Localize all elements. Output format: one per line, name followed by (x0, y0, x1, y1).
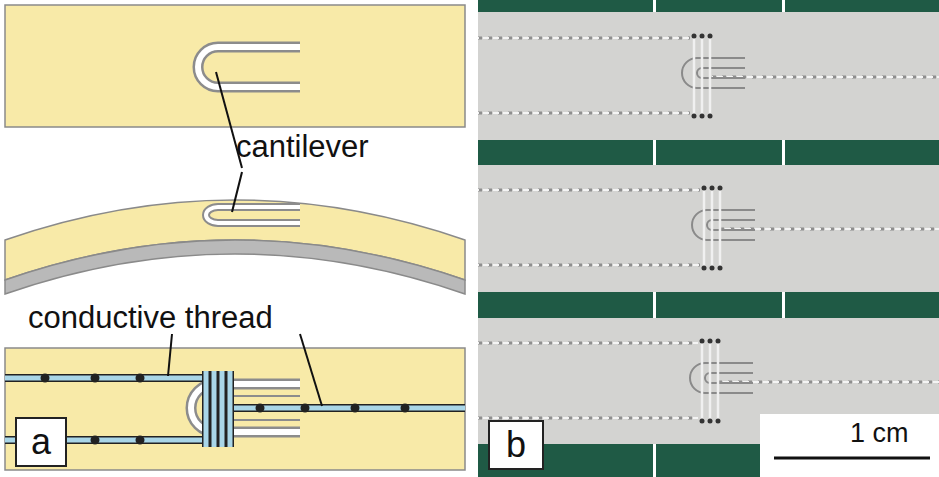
panel-label-box: a (15, 417, 67, 467)
photo-background (478, 0, 939, 477)
scale-label: 1 cm (850, 420, 909, 447)
leader-line (168, 334, 172, 376)
leader-line (300, 334, 322, 406)
photo-sample (478, 34, 939, 424)
flat-sheet (5, 5, 465, 127)
mat-grid (653, 0, 785, 477)
cutting-mat (478, 0, 939, 477)
panel-letter: a (31, 424, 51, 460)
scale-bar (774, 457, 930, 460)
panel-letter: b (506, 427, 526, 463)
cantilever-bent (206, 207, 300, 223)
cantilever-cut (198, 47, 300, 87)
scale-background (760, 414, 939, 477)
panel-label-box: b (488, 420, 544, 470)
part-label: conductive thread (28, 302, 273, 333)
sheet-edge (5, 240, 465, 294)
leader-line (232, 172, 242, 212)
conductive-thread (5, 371, 465, 447)
part-label: cantilever (236, 131, 369, 162)
stitched-sheet (5, 348, 465, 470)
